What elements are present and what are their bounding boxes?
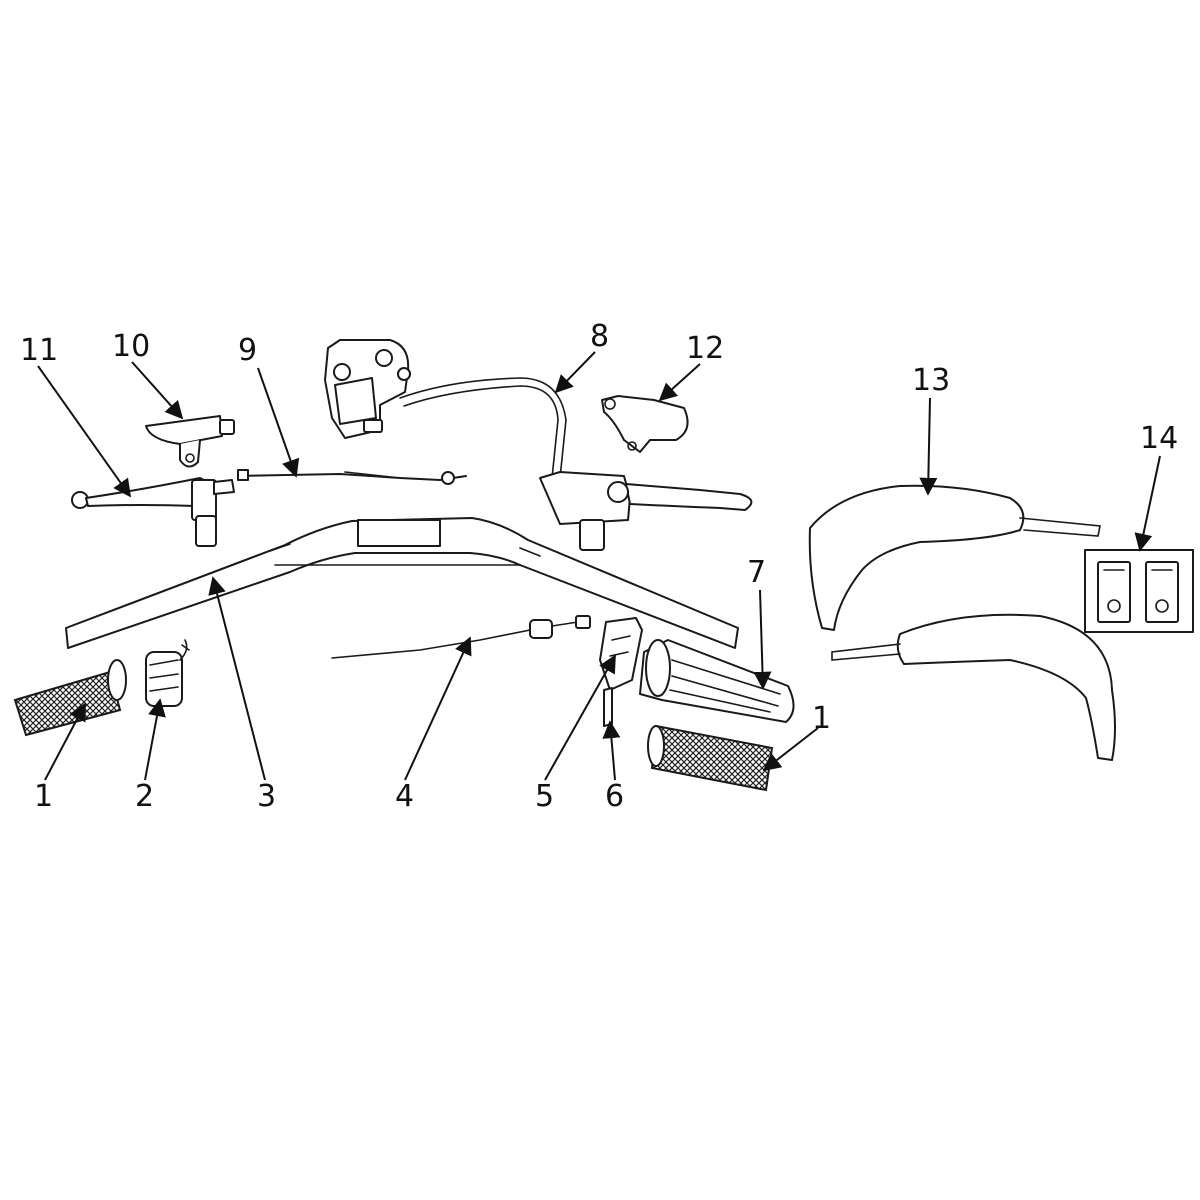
leader-4 bbox=[404, 636, 472, 781]
callout-14: 14 bbox=[1140, 421, 1178, 456]
callout-6: 6 bbox=[605, 779, 624, 814]
leader-lines bbox=[37, 351, 1161, 781]
switch-housing bbox=[145, 639, 190, 707]
brake-assembly bbox=[324, 339, 753, 551]
leader-1-left bbox=[44, 702, 86, 781]
lever-clamp-right bbox=[601, 395, 689, 453]
callout-9: 9 bbox=[238, 333, 257, 368]
callout-2: 2 bbox=[135, 779, 154, 814]
callout-5: 5 bbox=[535, 779, 554, 814]
callout-labels: 1 2 3 4 5 6 7 1 8 9 10 11 12 13 14 bbox=[20, 319, 1178, 814]
leader-10 bbox=[131, 361, 184, 420]
callout-1-left: 1 bbox=[34, 779, 53, 814]
leader-8 bbox=[554, 351, 596, 394]
lever-clamp-left bbox=[145, 415, 235, 468]
callout-4: 4 bbox=[395, 779, 414, 814]
callout-3: 3 bbox=[257, 779, 276, 814]
throttle-cable bbox=[331, 615, 591, 659]
callout-12: 12 bbox=[686, 331, 724, 366]
callout-1-right: 1 bbox=[812, 701, 831, 736]
leader-11 bbox=[37, 365, 132, 498]
leader-2 bbox=[144, 698, 166, 781]
right-grip bbox=[647, 724, 774, 792]
callout-13: 13 bbox=[912, 363, 950, 398]
leader-13 bbox=[919, 397, 938, 496]
callout-11: 11 bbox=[20, 333, 58, 368]
leader-9 bbox=[257, 367, 300, 478]
leader-14 bbox=[1134, 455, 1161, 552]
callout-8: 8 bbox=[590, 319, 609, 354]
clamp-kit bbox=[1084, 549, 1194, 633]
leader-3 bbox=[208, 576, 266, 781]
leader-6 bbox=[602, 720, 621, 781]
clutch-cable bbox=[237, 469, 467, 485]
callout-10: 10 bbox=[112, 329, 150, 364]
clutch-lever bbox=[71, 477, 235, 547]
hand-guards bbox=[808, 484, 1116, 761]
callout-7: 7 bbox=[747, 555, 766, 590]
left-grip bbox=[13, 659, 127, 737]
handlebar bbox=[65, 517, 739, 649]
leader-12 bbox=[658, 363, 701, 402]
leader-7 bbox=[753, 589, 772, 690]
throttle-grip bbox=[639, 639, 795, 723]
leader-1-right bbox=[762, 727, 819, 772]
leader-5 bbox=[544, 654, 616, 781]
